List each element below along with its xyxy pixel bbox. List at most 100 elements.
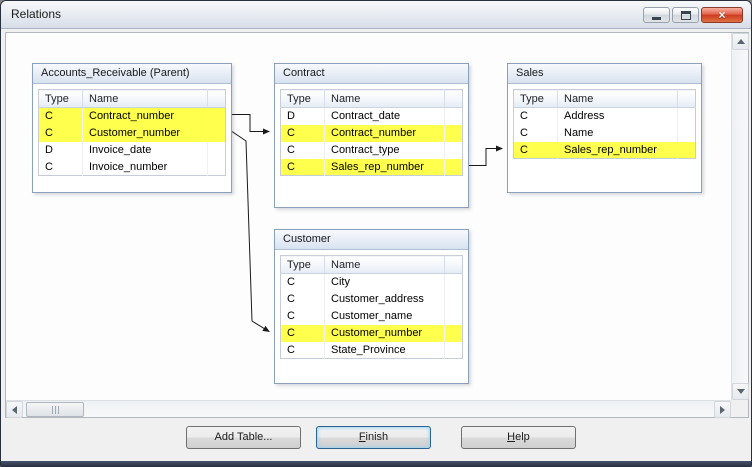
- caption-buttons: ×: [643, 7, 743, 23]
- scroll-up-button[interactable]: [732, 33, 749, 50]
- field-name: Sales_rep_number: [324, 158, 445, 176]
- minimize-button[interactable]: [643, 7, 670, 23]
- field-filler: [445, 325, 463, 342]
- field-type: C: [513, 141, 558, 159]
- field-filler: [445, 291, 463, 308]
- column-header-type[interactable]: Type: [38, 89, 83, 108]
- column-header-name[interactable]: Name: [324, 89, 445, 108]
- field-type: C: [513, 124, 558, 142]
- relation-line-contract-to-sales[interactable]: [469, 145, 503, 166]
- table-panel-title[interactable]: Sales: [508, 64, 701, 84]
- field-filler: [208, 108, 226, 125]
- fields-header-row: Type Name: [280, 255, 463, 274]
- relation-line-ar-to-contract[interactable]: [232, 114, 270, 135]
- field-filler: [445, 342, 463, 359]
- scroll-down-button[interactable]: [732, 383, 749, 400]
- field-name: Name: [557, 124, 678, 142]
- column-header-filler: [444, 89, 463, 108]
- column-header-type[interactable]: Type: [280, 89, 325, 108]
- close-icon: ×: [718, 8, 726, 22]
- field-filler: [208, 159, 226, 176]
- title-bar[interactable]: Relations ×: [1, 1, 751, 29]
- field-type: D: [280, 107, 325, 125]
- fields-header-row: Type Name: [513, 89, 696, 108]
- table-panel-accounts-receivable[interactable]: Accounts_Receivable (Parent) Type Name C…: [32, 63, 232, 193]
- horizontal-scrollbar[interactable]: [6, 400, 731, 418]
- diagram-viewport: Accounts_Receivable (Parent) Type Name C…: [5, 32, 749, 418]
- close-button[interactable]: ×: [701, 7, 743, 23]
- window-title: Relations: [11, 7, 62, 21]
- column-header-type[interactable]: Type: [280, 255, 325, 274]
- add-table-button[interactable]: Add Table...: [186, 426, 301, 449]
- column-header-type[interactable]: Type: [513, 89, 558, 108]
- window-bottom-frame: [1, 461, 751, 466]
- finish-button[interactable]: Finish: [316, 426, 431, 449]
- help-button[interactable]: Help: [461, 426, 576, 449]
- column-header-name[interactable]: Name: [82, 89, 208, 108]
- table-panel-title[interactable]: Accounts_Receivable (Parent): [33, 64, 231, 84]
- relation-connectors: [231, 114, 503, 333]
- field-filler: [445, 125, 463, 142]
- scroll-left-button[interactable]: [6, 401, 23, 418]
- field-type: C: [38, 107, 83, 125]
- field-filler: [678, 108, 696, 125]
- field-type: C: [280, 141, 325, 159]
- field-name: Customer_number: [82, 124, 208, 142]
- column-header-name[interactable]: Name: [557, 89, 678, 108]
- column-header-filler: [444, 255, 463, 274]
- field-type: C: [38, 124, 83, 142]
- diagram-canvas[interactable]: Accounts_Receivable (Parent) Type Name C…: [6, 33, 731, 400]
- field-filler: [445, 108, 463, 125]
- relation-line-ar-to-customer[interactable]: [231, 131, 270, 333]
- finish-button-label: inish: [365, 431, 389, 443]
- column-header-filler: [677, 89, 696, 108]
- fields-header-row: Type Name: [280, 89, 463, 108]
- field-type: C: [280, 290, 325, 308]
- scroll-right-button[interactable]: [714, 401, 731, 418]
- help-button-accesskey: H: [507, 431, 516, 443]
- field-name: City: [324, 273, 445, 291]
- field-filler: [445, 274, 463, 291]
- horizontal-scrollbar-thumb[interactable]: [26, 402, 84, 417]
- table-panel-title[interactable]: Customer: [275, 230, 468, 250]
- scrollbar-grip-icon: [54, 405, 56, 414]
- scroll-down-icon: [736, 389, 745, 394]
- field-name: Contract_type: [324, 141, 445, 159]
- field-filler: [445, 142, 463, 159]
- help-button-label: elp: [515, 431, 530, 443]
- field-type: C: [280, 124, 325, 142]
- maximize-button[interactable]: [672, 7, 699, 23]
- column-header-name[interactable]: Name: [324, 255, 445, 274]
- vertical-scrollbar[interactable]: [731, 33, 749, 400]
- finish-button-accesskey: F: [358, 431, 366, 443]
- table-panel-title[interactable]: Contract: [275, 64, 468, 84]
- maximize-icon: [680, 10, 691, 20]
- field-name: Invoice_date: [82, 141, 208, 159]
- scroll-up-icon: [736, 39, 745, 44]
